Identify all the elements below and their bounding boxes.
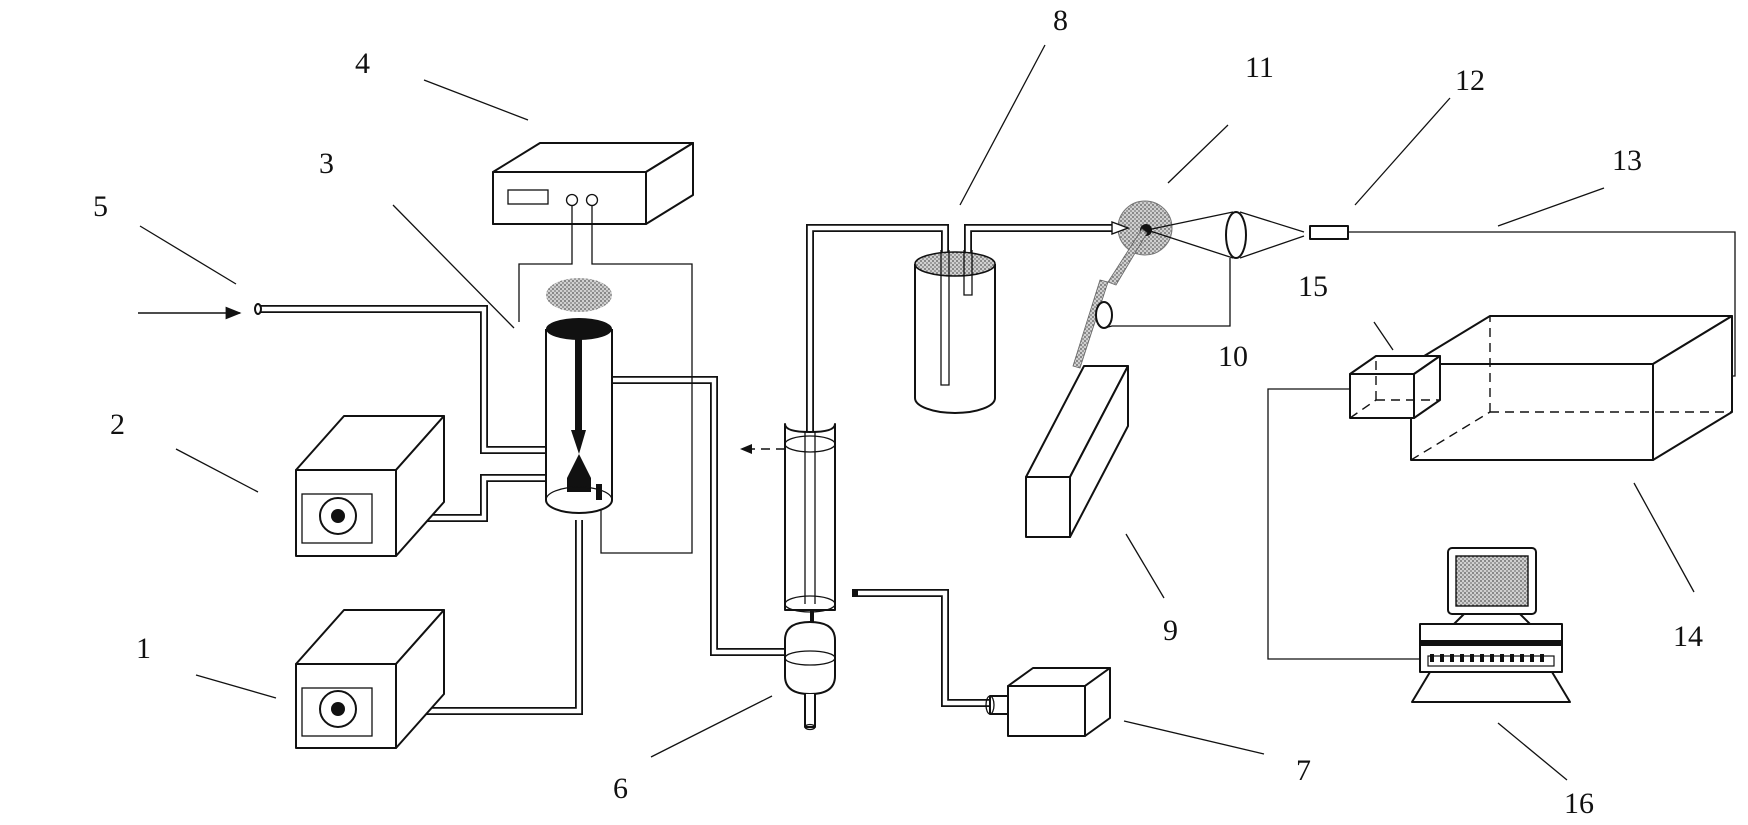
reactor-icon [546, 278, 612, 513]
upper-electrode [575, 337, 582, 434]
label-12: 12 [1455, 64, 1485, 97]
fiber-coupler [1310, 226, 1348, 239]
label-4: 4 [355, 47, 370, 80]
pump-icon [296, 416, 444, 556]
computer-icon [1412, 548, 1570, 702]
label-10: 10 [1218, 340, 1248, 373]
beaker-icon [915, 250, 995, 413]
label-2: 2 [110, 408, 125, 441]
label-14: 14 [1673, 620, 1703, 653]
label-1: 1 [136, 632, 151, 665]
vacuum-pump-icon [986, 668, 1110, 736]
flame-plume [546, 278, 612, 312]
separator-icon [740, 424, 858, 730]
label-6: 6 [613, 772, 628, 805]
label-7: 7 [1296, 754, 1311, 787]
label-9: 9 [1163, 614, 1178, 647]
label-13: 13 [1612, 144, 1642, 177]
label-15: 15 [1298, 270, 1328, 303]
label-5: 5 [93, 190, 108, 223]
gas-inlet [138, 304, 261, 314]
pump-icon-2 [296, 610, 444, 748]
focusing-lens-10 [1096, 302, 1112, 328]
keyboard-keys [1428, 656, 1554, 666]
detector-icon [1268, 356, 1440, 659]
label-16: 16 [1564, 787, 1594, 820]
controller-body [493, 143, 693, 224]
label-3: 3 [319, 147, 334, 180]
label-11: 11 [1245, 51, 1274, 84]
spectrometer-icon [1411, 316, 1732, 460]
laser-icon [1026, 366, 1128, 537]
label-8: 8 [1053, 4, 1068, 37]
